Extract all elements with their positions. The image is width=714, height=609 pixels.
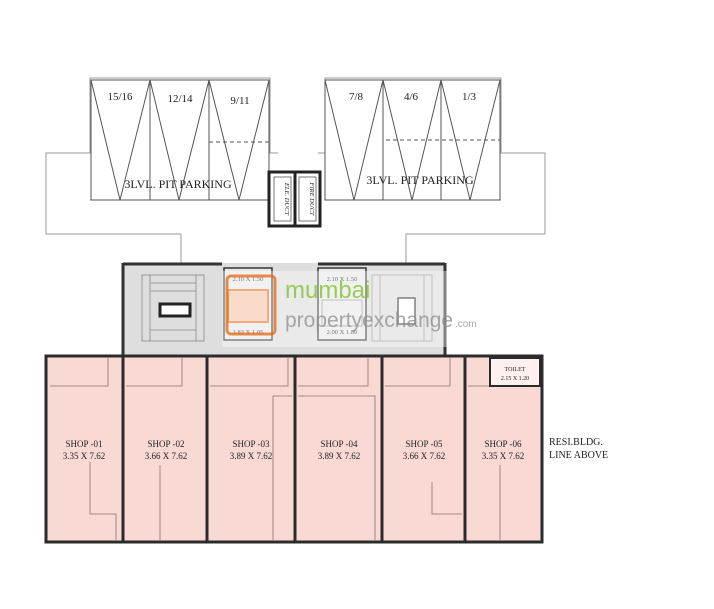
shop-size: 3.66 X 7.62 [145,451,188,461]
shops-block [44,354,544,544]
bay-label: 7/8 [349,91,364,103]
pit-parking-left [90,79,270,201]
lift-right-dim: 2.10 X 1.50 [327,276,358,283]
shop-name: SHOP -05 [406,439,443,449]
shop-size: 3.66 X 7.62 [403,451,446,461]
pit-parking-right [324,79,501,201]
shop-name: SHOP -04 [321,439,358,449]
resi-bldg-note: RESI.BLDG. LINE ABOVE [549,436,639,462]
shop-name: SHOP -01 [66,439,103,449]
bay-label: 12/14 [167,93,193,105]
resi-bldg-line2: LINE ABOVE [549,450,609,461]
shop-size: 3.35 X 7.62 [63,451,106,461]
watermark: mumbai propertyexchange .com [222,271,484,347]
watermark-line2: propertyexchange [285,309,453,332]
bay-label: 4/6 [404,91,419,103]
shop-size: 3.35 X 7.62 [482,451,525,461]
fire-duct-label: FIRE DUCT [308,181,315,215]
watermark-line1: mumbai [285,277,370,304]
toilet-size: 2.15 X 1.20 [501,376,529,382]
bay-label: 9/11 [230,95,249,107]
shop-size: 3.89 X 7.62 [230,451,273,461]
shop-size: 3.89 X 7.62 [318,451,361,461]
shop-name: SHOP -06 [485,439,522,449]
toilet-label: TOILET [505,367,526,373]
ele-duct-label: ELE. DUCT [283,182,290,216]
ducts [267,170,322,228]
parking-label-right: 3LVL. PIT PARKING [366,173,474,187]
parking-label-left: 3LVL. PIT PARKING [124,177,232,191]
shop-name: SHOP -03 [233,439,270,449]
watermark-suffix: .com [455,319,477,330]
lift-left-dim: 2.10 X 1.50 [233,276,264,283]
bay-label: 1/3 [462,91,477,103]
core-zone [121,262,447,356]
passage-dim: 2.00 X 1.80 [327,329,358,336]
shop-name: SHOP -02 [148,439,185,449]
resi-bldg-line1: RESI.BLDG. [549,437,603,448]
bay-label: 15/16 [107,91,133,103]
